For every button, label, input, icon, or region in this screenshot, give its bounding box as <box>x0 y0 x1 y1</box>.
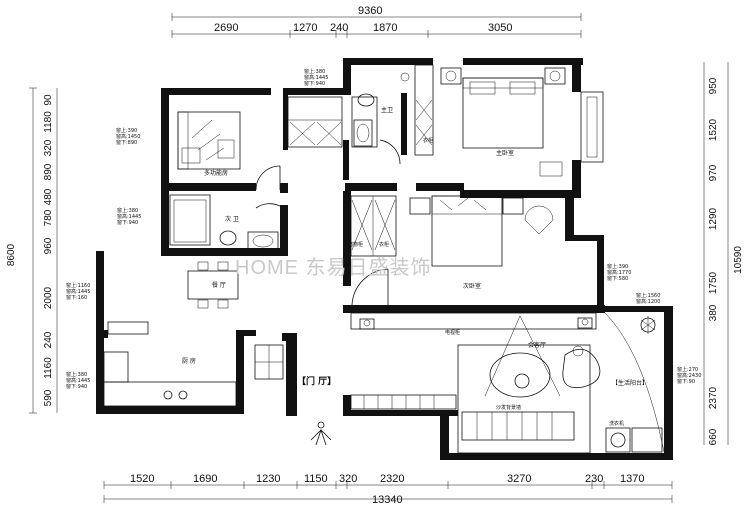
top-seg-5: 3050 <box>488 22 512 34</box>
window-specs: 窗上:390 窗高:1450 窗下:890 窗上:380 窗高:1445 窗下:… <box>66 68 703 390</box>
window-spec-living: 窗上:1560 窗高:1200 <box>636 292 662 305</box>
label-wardrobe-2: 衣柜 <box>379 241 389 248</box>
left-seg-5: 480 <box>43 188 54 205</box>
bottom-seg-8: 230 <box>585 473 603 485</box>
left-seg-3: 320 <box>43 139 54 156</box>
label-living: 会客厅 <box>528 341 546 349</box>
bottom-seg-3: 1230 <box>256 473 280 485</box>
right-seg-4: 1290 <box>708 207 719 230</box>
window-spec-bath: 窗上:380 窗高:1445 窗下:940 <box>117 207 143 226</box>
bottom-seg-9: 1370 <box>620 473 644 485</box>
top-seg-2: 1270 <box>293 22 317 34</box>
window-spec-multi: 窗上:390 窗高:1450 窗下:890 <box>116 127 142 146</box>
label-dining: 餐 厅 <box>212 281 226 289</box>
left-seg-6: 780 <box>43 209 54 226</box>
left-seg-4: 890 <box>43 163 54 180</box>
label-laundry: 洗衣机 <box>609 420 624 427</box>
top-dimensions: 9360 2690 1270 240 1870 3050 <box>171 5 582 38</box>
label-wardrobe-1: 衣柜 <box>423 137 433 144</box>
right-seg-5: 1750 <box>708 271 719 294</box>
right-seg-8: 660 <box>708 428 719 445</box>
bottom-seg-2: 1690 <box>193 473 217 485</box>
right-seg-2: 1520 <box>708 118 719 141</box>
window-spec-second-bed: 窗上:390 窗高:1770 窗下:580 <box>607 263 633 282</box>
left-seg-8: 2000 <box>43 286 54 309</box>
walls <box>96 58 673 460</box>
left-seg-2: 1180 <box>43 111 54 133</box>
label-sofa-wall: 沙发背景墙 <box>496 404 521 411</box>
top-seg-1: 2690 <box>214 22 238 34</box>
bottom-seg-7: 3270 <box>507 473 531 485</box>
label-kitchen: 厨 房 <box>182 357 196 365</box>
bottom-total-dim: 13340 <box>372 494 403 506</box>
right-total-dim: 10590 <box>733 246 744 274</box>
bottom-seg-6: 2320 <box>380 473 404 485</box>
top-seg-3: 240 <box>330 22 348 34</box>
top-seg-4: 1870 <box>373 22 397 34</box>
label-entrance: 【门 厅】 <box>297 375 336 387</box>
furniture <box>103 64 665 454</box>
right-dimensions: 950 1520 970 1290 1750 380 2370 660 1059… <box>703 62 744 445</box>
label-tv-cabinet: 电视柜 <box>445 329 460 336</box>
label-multi-bedroom: 多功能房 <box>204 169 228 177</box>
right-seg-7: 2370 <box>708 386 719 409</box>
window-spec-master-bath: 窗上:380 窗高:1445 窗下:940 <box>304 68 330 87</box>
room-labels: 多功能房 次 卫 餐 厅 厨 房 【门 厅】 主卫 主卧室 次卧室 会客厅 【生… <box>182 106 648 427</box>
label-second-bedroom: 次卧室 <box>463 282 481 290</box>
right-seg-3: 970 <box>708 164 719 181</box>
left-dimensions: 8600 90 1180 320 890 480 780 960 2000 24… <box>6 87 58 414</box>
label-second-bath: 次 卫 <box>225 215 239 223</box>
right-seg-1: 950 <box>708 77 719 94</box>
bottom-seg-5: 320 <box>339 473 357 485</box>
watermark: HOME 东易日盛装饰 <box>235 256 432 279</box>
bottom-seg-4: 1150 <box>304 473 328 485</box>
left-seg-1: 90 <box>43 94 54 106</box>
right-seg-6: 380 <box>708 304 719 321</box>
window-spec-balcony: 窗上:270 窗高:2430 窗下:90 <box>677 366 703 385</box>
left-seg-9: 240 <box>43 331 54 348</box>
label-balcony: 【生活阳台】 <box>612 379 648 387</box>
left-total-dim: 8600 <box>6 243 17 266</box>
label-master-bedroom: 主卧室 <box>496 149 514 157</box>
left-seg-11: 590 <box>43 389 54 406</box>
window-spec-dining: 窗上:1160 窗高:1445 窗下:160 <box>66 282 92 301</box>
left-seg-10: 1160 <box>43 357 54 379</box>
bottom-seg-1: 1520 <box>130 473 154 485</box>
label-master-bath: 主卫 <box>381 106 393 114</box>
left-seg-7: 960 <box>43 237 54 254</box>
window-spec-kitchen: 窗上:380 窗高:1445 窗下:940 <box>66 371 92 390</box>
label-storage: 储物柜 <box>348 241 363 248</box>
top-total-dim: 9360 <box>358 5 382 17</box>
bottom-dimensions: 1520 1690 1230 1150 320 2320 3270 230 13… <box>103 473 673 506</box>
